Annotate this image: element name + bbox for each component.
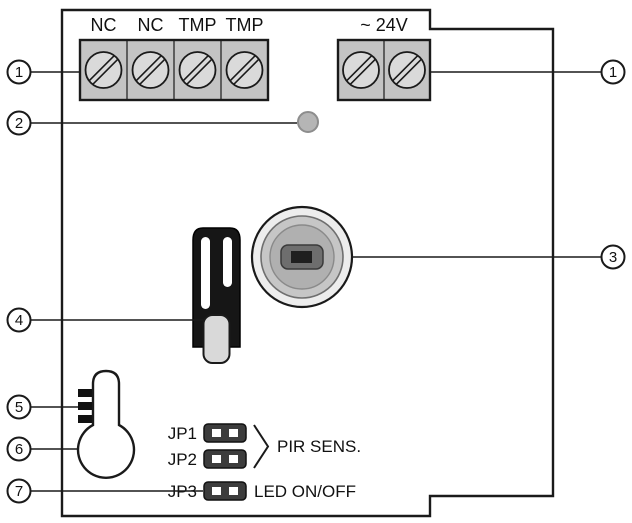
jumper-jp1 xyxy=(203,423,247,443)
terminal-label-nc-1: NC xyxy=(91,15,117,35)
screw-terminal-nc2 xyxy=(131,51,170,89)
callout-circle xyxy=(6,110,32,136)
callout-number: 7 xyxy=(15,483,23,500)
callout-circle xyxy=(6,59,32,85)
callout-circle xyxy=(6,394,32,420)
callout-3: 3 xyxy=(600,244,626,270)
callout-number: 5 xyxy=(15,399,23,416)
group-brace xyxy=(253,424,270,469)
callout-circle xyxy=(6,436,32,462)
callout-number: 6 xyxy=(15,441,23,458)
screw-terminal-tmp1 xyxy=(178,51,217,89)
screw-terminal-nc1 xyxy=(84,51,123,89)
callout-leaders xyxy=(30,71,602,492)
terminal-block-24v: ~ 24V xyxy=(336,15,432,102)
jumper-jp3 xyxy=(203,481,247,501)
callout-7: 7 xyxy=(6,478,32,504)
tamper-switch xyxy=(192,227,241,364)
jumper-jp2 xyxy=(203,449,247,469)
callout-1-left: 1 xyxy=(6,59,32,85)
terminal-label-tmp-2: TMP xyxy=(226,15,264,35)
sensor-element xyxy=(291,251,312,263)
terminal-labels: NC NC TMP TMP xyxy=(91,15,264,35)
callout-2: 2 xyxy=(6,110,32,136)
contact-pin xyxy=(78,402,96,410)
callout-5: 5 xyxy=(6,394,32,420)
callout-circle xyxy=(6,478,32,504)
tamper-slot-right xyxy=(223,237,232,287)
terminal-label-tmp-1: TMP xyxy=(179,15,217,35)
terminal-label-nc-2: NC xyxy=(138,15,164,35)
screw-terminal-tmp2 xyxy=(225,51,264,89)
callout-number: 2 xyxy=(15,115,23,132)
mounting-area xyxy=(76,369,136,479)
callout-4: 4 xyxy=(6,307,32,333)
contact-pin xyxy=(78,389,96,397)
jp1-label: JP1 xyxy=(168,424,197,443)
contact-pin xyxy=(78,415,96,423)
callout-number: 4 xyxy=(15,312,23,329)
callout-6: 6 xyxy=(6,436,32,462)
led-onoff-label: LED ON/OFF xyxy=(254,482,356,501)
screw-terminal-24v-2 xyxy=(388,51,426,89)
callout-circle xyxy=(600,244,626,270)
callout-circle xyxy=(600,59,626,85)
callout-number: 1 xyxy=(15,64,23,81)
screw-terminal-24v-1 xyxy=(342,51,380,89)
pir-sens-label: PIR SENS. xyxy=(277,437,361,456)
jp2-label: JP2 xyxy=(168,450,197,469)
power-label: ~ 24V xyxy=(360,15,408,35)
tamper-lever xyxy=(202,314,231,364)
callout-number: 3 xyxy=(609,249,617,266)
led-indicator xyxy=(297,111,319,133)
pir-lens xyxy=(250,205,354,309)
tamper-slot-left xyxy=(201,237,210,309)
callout-circle xyxy=(6,307,32,333)
callout-number: 1 xyxy=(609,64,617,81)
terminal-block-nc-tmp xyxy=(78,38,270,102)
callout-1-right: 1 xyxy=(600,59,626,85)
keyhole-cutout xyxy=(76,369,136,479)
